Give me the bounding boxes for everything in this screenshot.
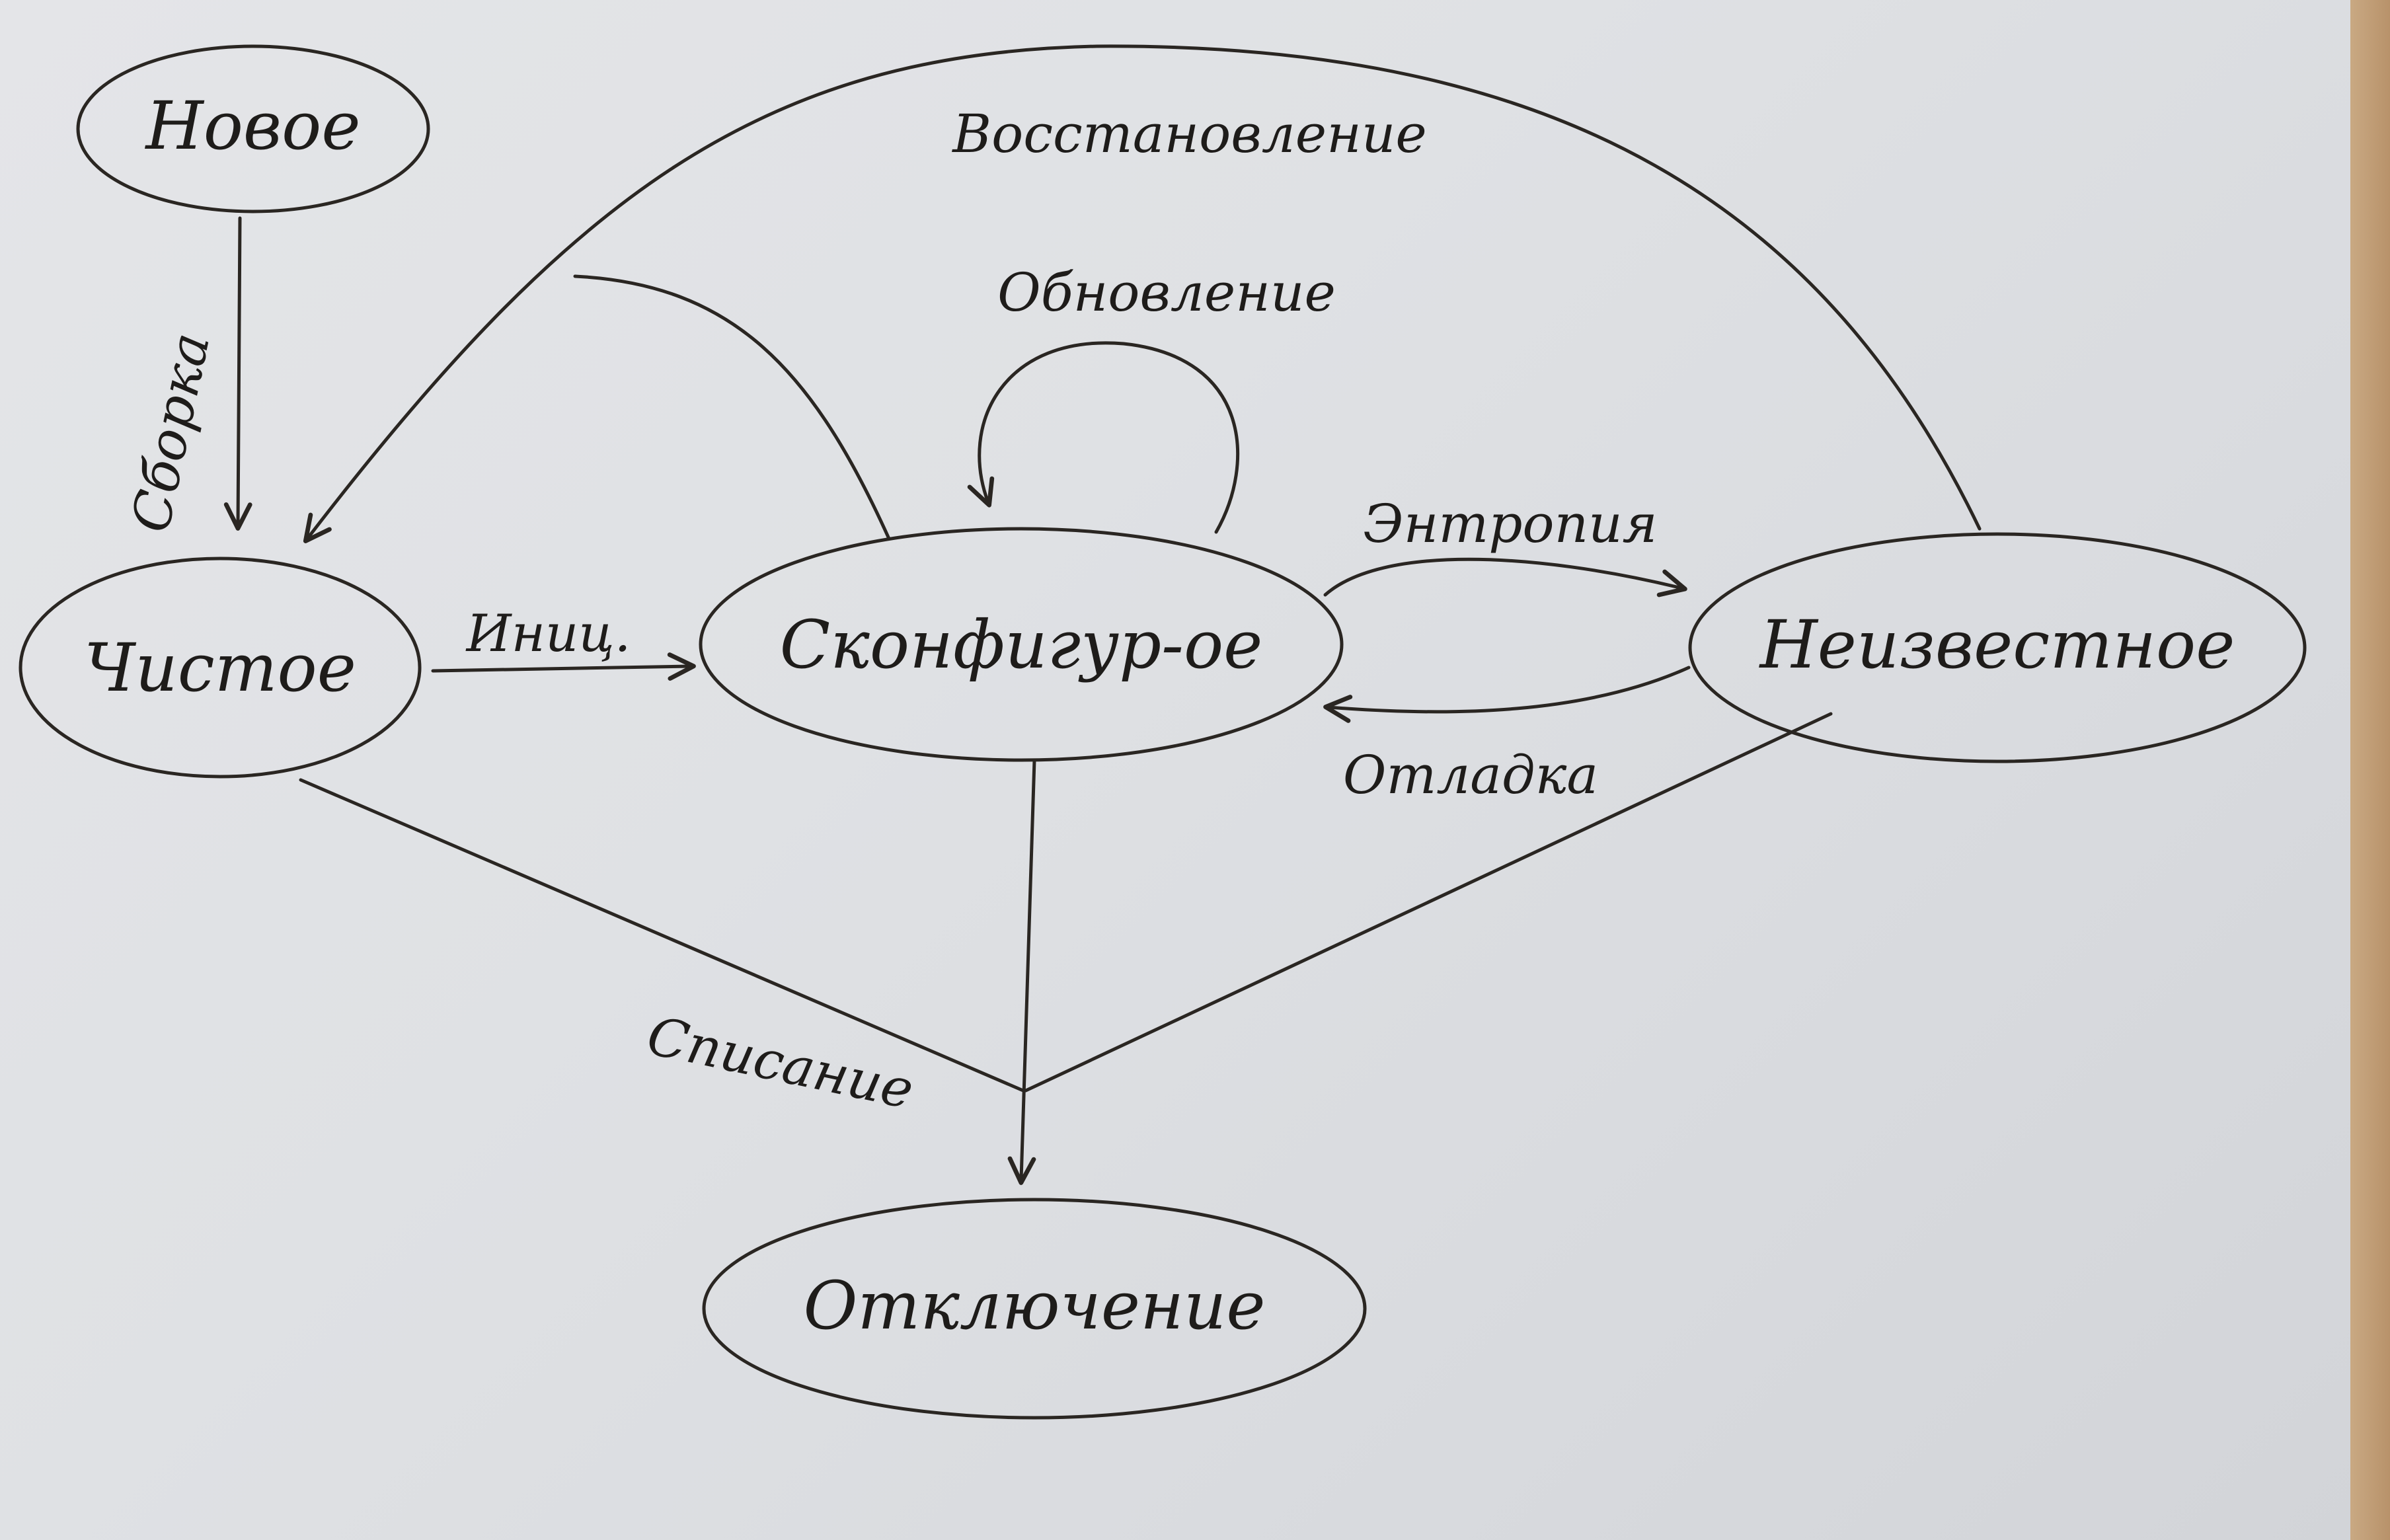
edge-write-off-from-unknown bbox=[1024, 712, 1833, 1093]
node-novoe-label: Новое bbox=[145, 87, 361, 165]
edge-write-off-label: Списание bbox=[642, 1005, 919, 1121]
node-disabled-ellipse bbox=[702, 1198, 1367, 1420]
table-edge bbox=[2350, 0, 2390, 1540]
node-novoe-ellipse bbox=[76, 44, 430, 213]
edge-assembly-arrow bbox=[223, 216, 252, 531]
edge-init-arrow bbox=[431, 652, 696, 681]
edge-entropy-label: Энтропия bbox=[1363, 493, 1657, 555]
edge-entropy-arrow bbox=[1323, 557, 1687, 597]
edge-init-label: Иниц. bbox=[465, 604, 631, 664]
node-chistoe-label: Чистое bbox=[84, 629, 356, 707]
edge-restore-branch bbox=[573, 274, 891, 541]
node-novoe: Новое bbox=[76, 44, 430, 213]
edge-write-off-from-clean bbox=[299, 778, 1025, 1093]
edge-assembly-label: Сборка bbox=[120, 328, 221, 538]
node-sconfigured-ellipse bbox=[699, 527, 1344, 762]
node-unknown-ellipse bbox=[1688, 532, 2307, 763]
node-unknown-label: Неизвестное bbox=[1759, 606, 2235, 683]
edge-write-off-arrow bbox=[1007, 758, 1036, 1185]
edge-debug-label: Отладка bbox=[1343, 744, 1598, 806]
node-disabled: Отключение bbox=[702, 1198, 1367, 1420]
edge-restore-arrow bbox=[303, 44, 1982, 543]
node-chistoe-ellipse bbox=[19, 557, 422, 779]
edge-update-arrow bbox=[967, 341, 1239, 534]
node-sconfigured: Сконфигур-ое bbox=[699, 527, 1344, 762]
node-chistoe: Чистое bbox=[19, 557, 422, 779]
edge-update-label: Обновление bbox=[997, 262, 1336, 323]
edge-debug-arrow bbox=[1323, 666, 1691, 723]
node-sconfigured-label: Сконфигур-ое bbox=[780, 606, 1263, 683]
edge-restore-label: Восстановление bbox=[951, 103, 1426, 165]
node-disabled-label: Отключение bbox=[803, 1267, 1265, 1344]
node-unknown: Неизвестное bbox=[1688, 532, 2307, 763]
